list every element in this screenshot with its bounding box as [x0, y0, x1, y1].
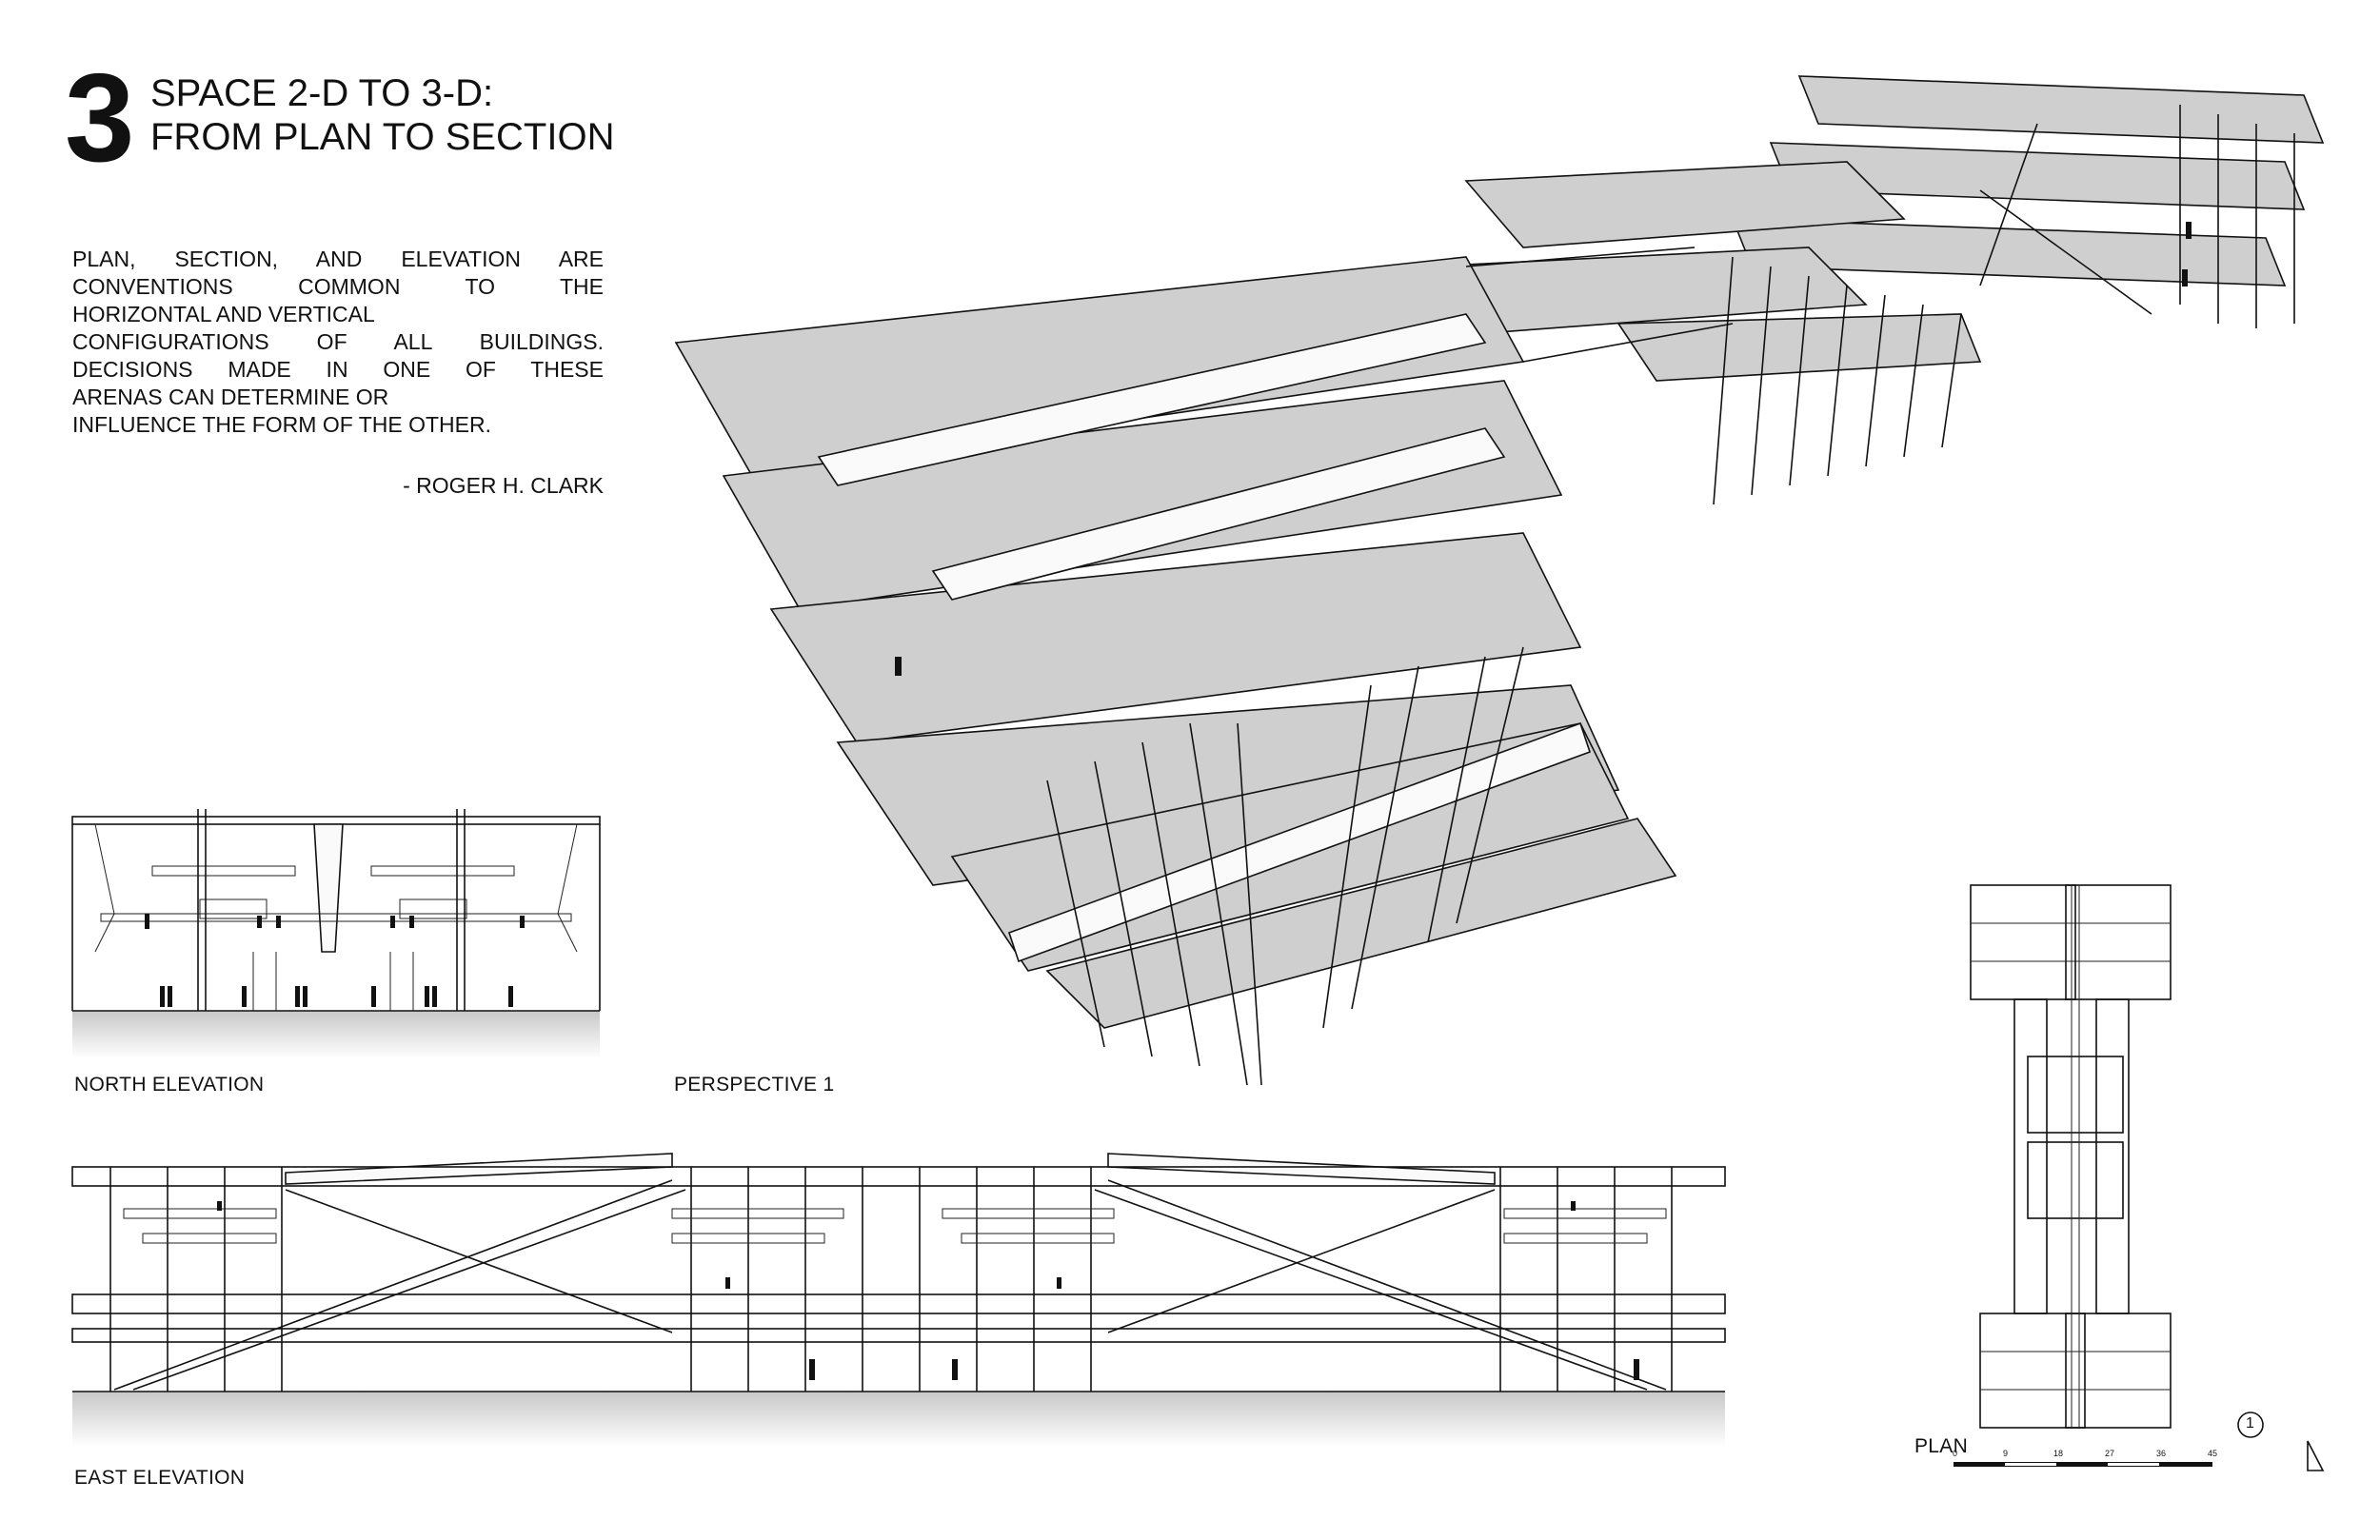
- east-elevation-figures: [217, 1201, 1639, 1380]
- sheet-title-line-2: FROM PLAN TO SECTION: [150, 116, 615, 158]
- perspective-figures: [895, 222, 2192, 676]
- quote-line: DECISIONS MADE IN ONE OF THESE: [72, 357, 604, 382]
- east-elevation-columns: [109, 1167, 1673, 1392]
- scale-bar: [1954, 1462, 2212, 1467]
- scale-tick-label: 0: [1953, 1449, 1958, 1458]
- perspective-far-wing: [1731, 75, 2325, 328]
- quote-line: CONVENTIONS COMMON TO THE: [72, 274, 604, 299]
- scale-tick-label: 36: [2156, 1449, 2167, 1458]
- quote-line: HORIZONTAL AND VERTICAL: [72, 302, 375, 326]
- perspective-near-wing: [674, 247, 1734, 1086]
- quote-line: CONFIGURATIONS OF ALL BUILDINGS.: [72, 329, 604, 354]
- quote-line: ARENAS CAN DETERMINE OR: [72, 385, 389, 409]
- north-elevation-caption: NORTH ELEVATION: [74, 1074, 265, 1096]
- sheet-number: 3: [65, 48, 135, 188]
- quote-line: INFLUENCE THE FORM OF THE OTHER.: [72, 412, 492, 437]
- quote-block: PLAN, SECTION, AND ELEVATION ARE CONVENT…: [72, 246, 604, 439]
- east-elevation-caption: EAST ELEVATION: [74, 1467, 246, 1489]
- ground-shading: [72, 1392, 1725, 1447]
- section-marker-icon: [2237, 1412, 2264, 1438]
- north-arrow-icon: [2307, 1440, 2325, 1471]
- perspective-caption: PERSPECTIVE 1: [674, 1074, 835, 1096]
- perspective-mid-wing: [1426, 161, 1982, 505]
- east-elevation-diagonals: [113, 1179, 1667, 1391]
- quote-line: PLAN, SECTION, AND ELEVATION ARE: [72, 247, 604, 271]
- scale-tick-label: 45: [2208, 1449, 2218, 1458]
- east-elevation-floors: [123, 1208, 1667, 1244]
- plan-caption: PLAN: [1914, 1435, 1969, 1457]
- scale-tick-label: 27: [2105, 1449, 2115, 1458]
- scale-tick-label: 18: [2053, 1449, 2064, 1458]
- sheet-title-line-1: SPACE 2-D TO 3-D:: [150, 72, 494, 114]
- ground-shading: [72, 1011, 600, 1058]
- quote-attribution: - ROGER H. CLARK: [403, 473, 604, 498]
- north-elevation-figures: [145, 914, 525, 1007]
- section-marker-label: 1: [2246, 1415, 2254, 1431]
- scale-tick-label: 9: [2003, 1449, 2009, 1458]
